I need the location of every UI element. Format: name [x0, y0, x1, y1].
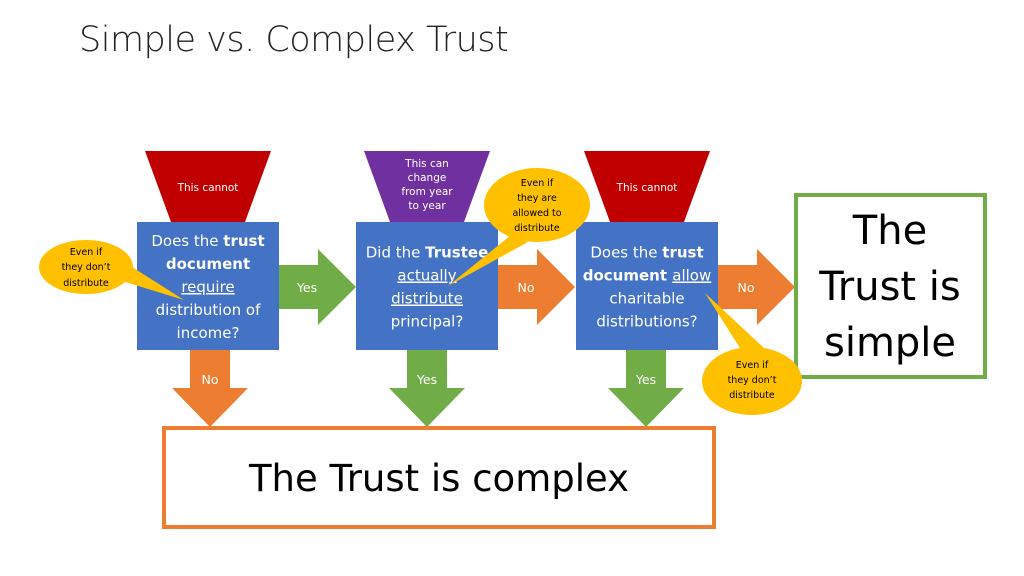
funnel-text: from year: [401, 186, 453, 198]
question-text: principal?: [391, 313, 464, 331]
arrow-shape: [279, 249, 356, 325]
question-text-segment: Does the: [590, 244, 662, 262]
question-text-segment: document: [583, 267, 673, 285]
question-text-segment: trust: [223, 232, 264, 250]
outcome-simple-border: [794, 193, 987, 379]
funnel-shape: [364, 151, 490, 222]
callout-bubble: [702, 347, 802, 415]
right-arrow-yes-1: Yes: [279, 249, 356, 325]
callout-note-3: Even if they don’t distribute: [702, 293, 802, 415]
arrow-shape: [718, 249, 795, 325]
down-arrow-yes-2: Yes: [389, 350, 465, 427]
question-text-segment: Trustee: [425, 244, 488, 262]
callout-tail: [705, 293, 765, 349]
arrow-shape: [389, 350, 465, 427]
callout-note-1: Even if they don’t distribute: [39, 240, 184, 300]
callout-text: they are: [517, 193, 557, 204]
down-arrow-no-1: No: [172, 350, 248, 427]
question-text: Does the trust: [590, 244, 703, 262]
question-text-segment: trust: [662, 244, 703, 262]
question-text-segment: Did the: [366, 244, 425, 262]
callout-text: distribute: [514, 223, 560, 234]
arrow-label: Yes: [635, 372, 656, 387]
callout-bubble: [39, 240, 133, 294]
slide-title: Simple vs. Complex Trust: [79, 20, 509, 60]
question-text: Did the Trustee: [366, 244, 489, 262]
funnel-text: This cannot: [177, 182, 239, 194]
outcome-simple-text: The: [852, 208, 927, 254]
callout-text: they don’t: [62, 262, 111, 273]
question-text-segment: income?: [177, 324, 240, 342]
funnel-shape: [145, 151, 271, 222]
arrow-label: Yes: [296, 280, 317, 295]
question-box-shape: [576, 222, 718, 350]
arrow-label: No: [738, 280, 755, 295]
outcome-simple-text: simple: [824, 320, 956, 366]
outcome-simple-text: Trust is: [818, 264, 961, 310]
outcome-complex-border: [162, 426, 716, 529]
arrow-shape: [498, 249, 575, 325]
question-text-segment: principal?: [391, 313, 464, 331]
funnel-shape: [584, 151, 710, 222]
down-arrow-yes-3: Yes: [608, 350, 684, 427]
question-text: charitable: [609, 290, 684, 308]
question-text: distribution of: [156, 301, 261, 319]
outcome-complex-box: The Trust is complex: [162, 426, 716, 529]
question-text-segment: require: [181, 278, 234, 296]
funnel-note-2: This can change from year to year: [364, 151, 490, 222]
question-text: distributions?: [596, 313, 697, 331]
arrow-label: No: [518, 280, 535, 295]
funnel-text: This can: [404, 158, 449, 170]
callout-text: they don’t: [728, 375, 777, 386]
callout-text: Even if: [70, 247, 103, 258]
arrow-shape: [172, 350, 248, 427]
outcome-complex-text: The Trust is complex: [248, 457, 629, 500]
question-text-segment: document: [166, 255, 250, 273]
question-box-2: Did the Trustee actually distribute princip…: [356, 222, 498, 350]
funnel-text: to year: [408, 200, 446, 212]
question-text-segment: allow: [672, 267, 711, 285]
callout-text: Even if: [736, 360, 769, 371]
question-text-segment: Does the: [151, 232, 223, 250]
callout-bubble: [484, 168, 590, 242]
funnel-note-1: This cannot: [145, 151, 271, 222]
arrow-label: No: [202, 372, 219, 387]
question-text-segment: distribution of: [156, 301, 261, 319]
callout-text: allowed to: [512, 208, 561, 219]
callout-tail: [448, 236, 528, 286]
question-text-segment: distributions?: [596, 313, 697, 331]
callout-text: distribute: [63, 278, 109, 289]
funnel-text: This cannot: [616, 182, 678, 194]
question-text: income?: [177, 324, 240, 342]
question-text-segment: charitable: [609, 290, 684, 308]
question-text: Does the trust: [151, 232, 264, 250]
right-arrow-no-2: No: [498, 249, 575, 325]
funnel-note-3: This cannot: [584, 151, 710, 222]
right-arrow-no-3: No: [718, 249, 795, 325]
question-text: require: [181, 278, 234, 296]
question-text: document: [166, 255, 250, 273]
callout-note-2: Even if they are allowed to distribute: [448, 168, 590, 286]
question-text-segment: actually: [397, 267, 456, 285]
question-text: document allow: [583, 267, 711, 285]
arrow-label: Yes: [416, 372, 437, 387]
callout-text: Even if: [521, 178, 554, 189]
question-text-segment: distribute: [391, 290, 463, 308]
question-box-shape: [356, 222, 498, 350]
question-box-3: Does the trust document allow charitable di…: [576, 222, 718, 350]
arrow-shape: [608, 350, 684, 427]
funnel-text: change: [408, 172, 447, 184]
question-text: distribute: [391, 290, 463, 308]
callout-text: distribute: [729, 390, 775, 401]
question-text: actually: [397, 267, 456, 285]
callout-tail: [118, 258, 184, 300]
